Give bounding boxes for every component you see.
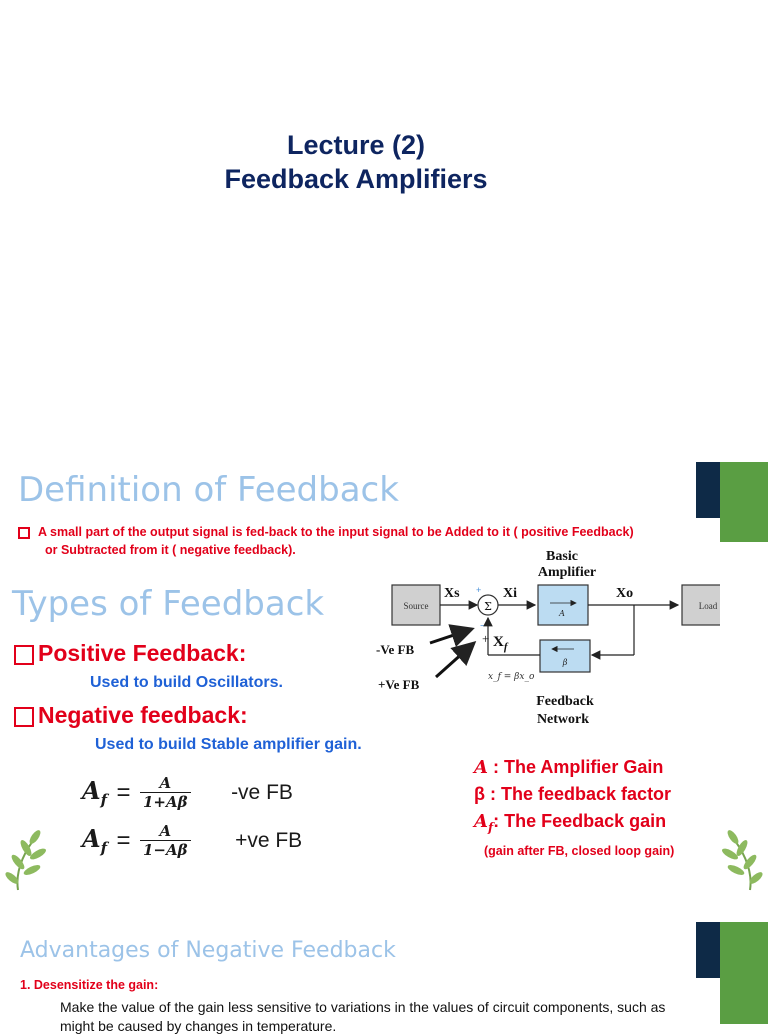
- checkbox-bullet-icon: [14, 706, 34, 727]
- amplifier-block: [537, 584, 589, 626]
- checkbox-bullet-icon: [14, 644, 34, 665]
- accent-navy-block: [696, 462, 720, 518]
- positive-feedback-use: Used to build Oscillators.: [90, 674, 283, 691]
- source-block: [391, 584, 441, 626]
- xf-label: Xf: [493, 634, 509, 653]
- xo-label: Xo: [616, 586, 633, 601]
- svg-text:A: A: [558, 609, 565, 618]
- laurel-left-icon: [5, 830, 46, 891]
- feedback-relation: x_f = βx_o: [488, 672, 535, 682]
- definition-line-1: A small part of the output signal is fed…: [38, 525, 634, 539]
- legend-amplifier-gain: A : The Amplifier Gain: [474, 757, 664, 778]
- feedback-network-label-1: Feedback: [536, 694, 594, 709]
- definition-text: A small part of the output signal is fed…: [18, 523, 634, 559]
- definition-line-2: or Subtracted from it ( negative feedbac…: [45, 543, 296, 557]
- laurel-right-icon: [722, 830, 763, 891]
- advantages-heading: Advantages of Negative Feedback: [20, 938, 396, 963]
- legend-feedback-factor: β : The feedback factor: [474, 784, 672, 804]
- types-heading: Types of Feedback: [12, 584, 325, 624]
- checkbox-bullet-icon: [18, 526, 30, 539]
- legend-note: (gain after FB, closed loop gain): [484, 844, 675, 858]
- basic-amplifier-label-2: Amplifier: [538, 565, 596, 580]
- svg-text:−: −: [480, 621, 486, 632]
- definition-heading: Definition of Feedback: [18, 470, 399, 510]
- accent-green-block: [720, 462, 768, 542]
- source-label: Source: [404, 601, 429, 611]
- svg-text:+: +: [476, 585, 481, 595]
- slide-definition-of-feedback: Definition of Feedback A small part of t…: [0, 448, 768, 916]
- pos-fb-arrow: [434, 640, 477, 679]
- formula-note: -ve FB: [231, 780, 293, 804]
- negative-feedback-use: Used to build Stable amplifier gain.: [95, 736, 362, 753]
- positive-feedback-label: Positive Feedback:: [14, 640, 246, 667]
- feedback-block-diagram: Source Xs Σ + − Xi Basic Amplifier A Xo …: [376, 549, 720, 727]
- advantage-1-label: 1. Desensitize the gain:: [20, 978, 159, 992]
- pos-fb-label: +Ve FB: [378, 677, 420, 692]
- load-block: [681, 584, 720, 626]
- basic-amplifier-label-1: Basic: [546, 549, 578, 564]
- lecture-title: Feedback Amplifiers: [224, 164, 488, 194]
- neg-fb-arrow: [429, 624, 475, 648]
- svg-text:Σ: Σ: [484, 600, 492, 613]
- svg-text:β: β: [562, 658, 568, 667]
- xs-label: Xs: [444, 586, 460, 601]
- lecture-number: Lecture (2): [286, 130, 426, 160]
- advantage-1-text: Make the value of the gain less sensitiv…: [60, 999, 666, 1034]
- xi-label: Xi: [503, 586, 517, 601]
- negative-feedback-label: Negative feedback:: [14, 702, 248, 729]
- load-label: Load: [699, 601, 718, 611]
- symbol-legend: A : The Amplifier Gain β : The feedback …: [474, 754, 671, 842]
- accent-navy-block: [696, 922, 720, 978]
- feedback-network-label-2: Network: [537, 712, 589, 727]
- neg-fb-label: -Ve FB: [376, 642, 414, 657]
- slide-advantages: Advantages of Negative Feedback 1. Desen…: [0, 918, 768, 1034]
- accent-green-block: [720, 922, 768, 1024]
- formula-note: +ve FB: [235, 828, 303, 852]
- legend-feedback-gain: Af: The Feedback gain: [474, 811, 667, 835]
- svg-text:+: +: [482, 631, 489, 646]
- beta-block: [539, 639, 591, 673]
